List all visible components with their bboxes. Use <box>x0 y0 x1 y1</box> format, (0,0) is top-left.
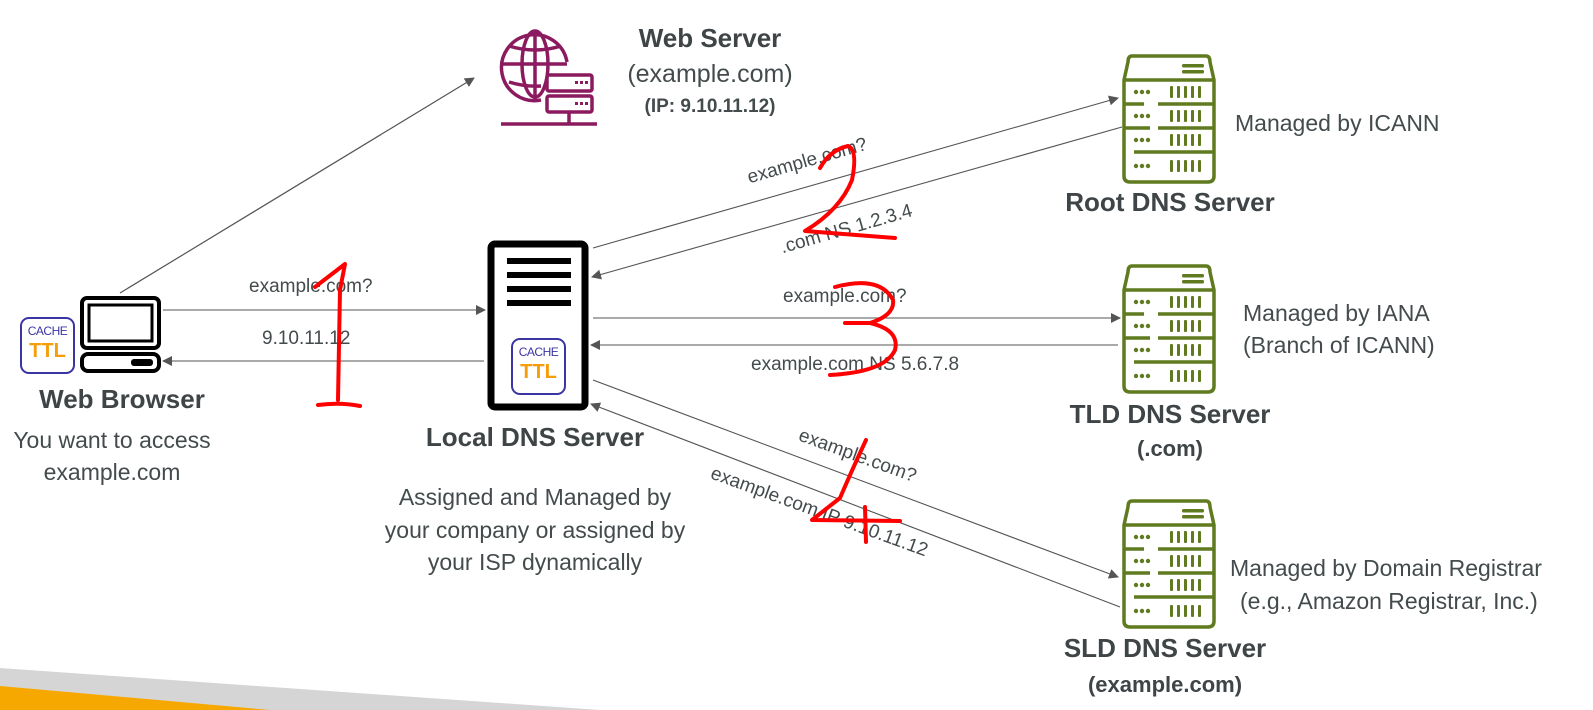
local-dns-title: Local DNS Server <box>425 422 645 452</box>
footer-orange-band <box>0 686 270 710</box>
web-browser-desc-line1: You want to access <box>13 427 211 453</box>
step3-query-label: example.com? <box>783 286 907 307</box>
sld-dns-title: SLD DNS Server <box>1063 633 1267 663</box>
local-dns-desc-line3: your ISP dynamically <box>427 549 643 575</box>
cache-label: CACHE <box>27 324 68 338</box>
tld-dns-managed-line2: (Branch of ICANN) <box>1243 332 1435 358</box>
browser-cache-badge: CACHE TTL <box>20 317 75 374</box>
ttl-label: TTL <box>520 361 557 383</box>
web-server-title: Web Server <box>638 23 782 53</box>
sld-dns-subtitle: (example.com) <box>1087 672 1243 697</box>
local-dns-cache-badge: CACHE TTL <box>511 338 566 395</box>
web-browser-desc-line2: example.com <box>43 459 181 485</box>
local-dns-desc-line2: your company or assigned by <box>384 517 686 543</box>
step1-answer-label: 9.10.11.12 <box>262 328 351 349</box>
sld-dns-managed-line1: Managed by Domain Registrar <box>1230 555 1542 581</box>
arrow-step4-query <box>592 379 1119 579</box>
tld-dns-title: TLD DNS Server <box>1069 399 1271 429</box>
arrow-step2-query <box>592 95 1119 249</box>
arrow-browser-to-webserver <box>119 77 475 294</box>
root-dns-title: Root DNS Server <box>1065 187 1275 217</box>
step-number-1 <box>313 262 362 408</box>
desktop-computer-icon <box>80 296 161 373</box>
arrow-step4-answer <box>590 402 1121 608</box>
web-server-domain: (example.com) <box>627 60 793 88</box>
step-number-2 <box>803 144 897 240</box>
local-dns-desc-line1: Assigned and Managed by <box>398 484 672 510</box>
tld-dns-managed-line1: Managed by IANA <box>1243 300 1430 326</box>
web-browser-title: Web Browser <box>39 384 205 414</box>
step-number-3 <box>828 281 898 377</box>
step3-answer-label: example.com NS 5.6.7.8 <box>751 354 960 375</box>
web-server-ip: (IP: 9.10.11.12) <box>644 96 776 117</box>
globe-server-icon <box>499 29 597 126</box>
root-dns-managed-by: Managed by ICANN <box>1235 110 1440 136</box>
ttl-label: TTL <box>29 340 66 362</box>
cache-label: CACHE <box>518 345 559 359</box>
tld-dns-subtitle: (.com) <box>1137 436 1203 461</box>
arrow-step2-answer <box>591 126 1123 280</box>
sld-dns-managed-line2: (e.g., Amazon Registrar, Inc.) <box>1240 588 1538 614</box>
step-number-4 <box>810 438 902 544</box>
